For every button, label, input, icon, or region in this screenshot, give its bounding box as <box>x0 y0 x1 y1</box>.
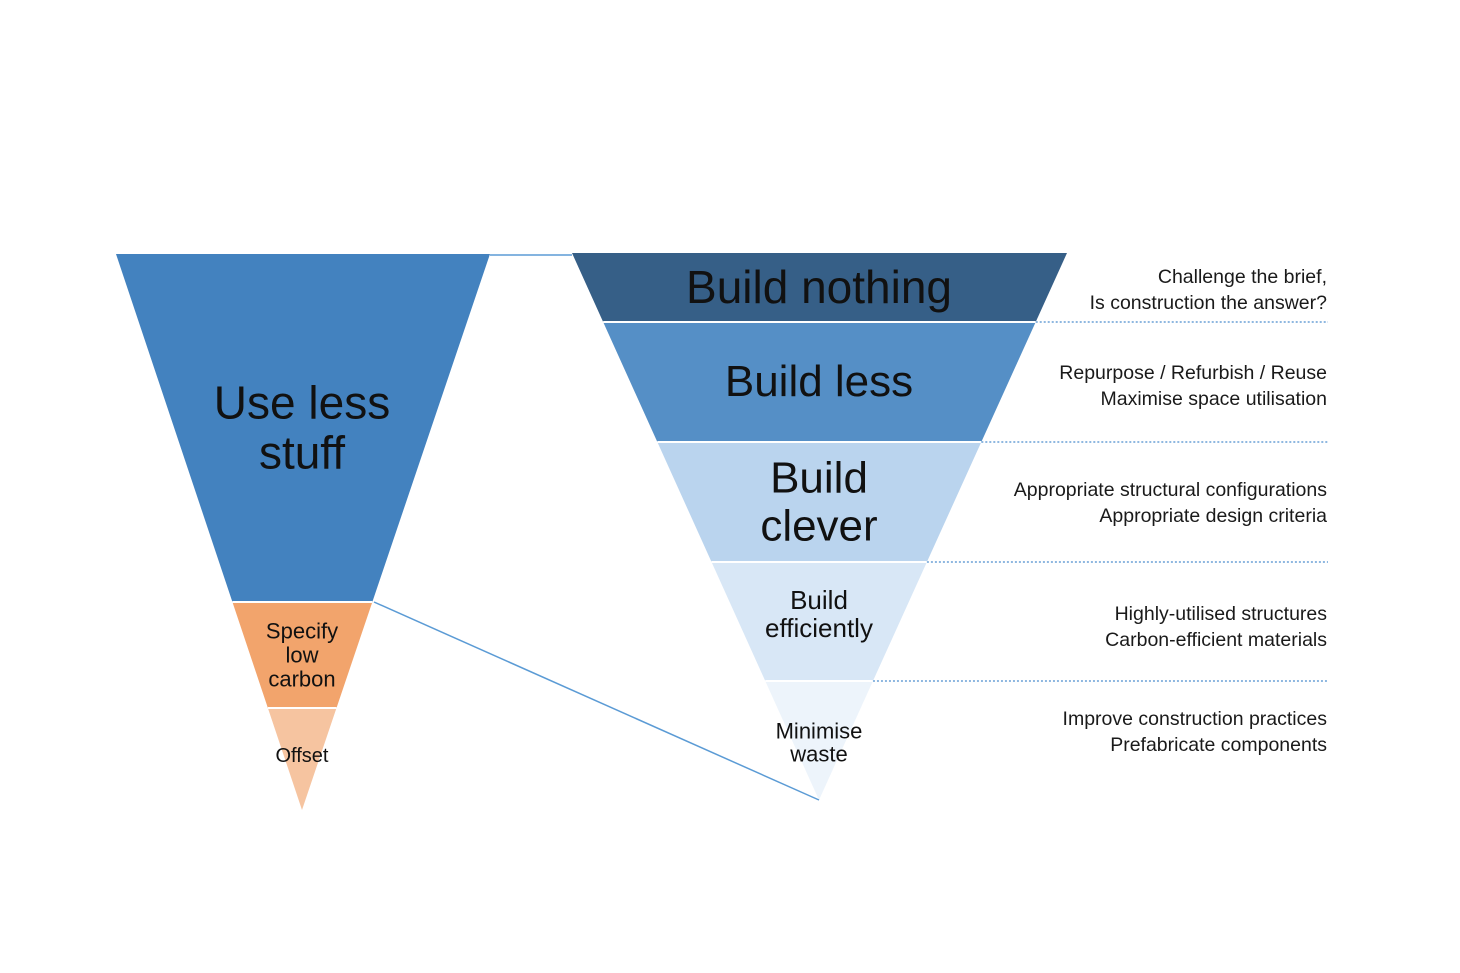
right-funnel-tier-build-clever <box>657 442 982 562</box>
note-line: Appropriate design criteria <box>1099 505 1327 527</box>
note-build-nothing: Challenge the brief, Is construction the … <box>1090 264 1327 316</box>
left-funnel-label-line: Specify <box>265 618 339 644</box>
left-funnel-tier-offset <box>267 708 337 810</box>
left-funnel-label-line: Offset <box>275 745 329 768</box>
left-funnel-label-line: Use less <box>213 376 391 429</box>
right-funnel-tier-build-less <box>603 322 1036 442</box>
right-funnel-label-build-nothing: Build nothing <box>686 260 952 313</box>
note-line: Highly-utilised structures <box>1114 603 1327 625</box>
right-funnel-label-line: efficiently <box>765 612 873 643</box>
right-funnel-label-line: waste <box>790 741 848 767</box>
left-funnel-label-line: stuff <box>258 426 346 478</box>
right-funnel-label-line: Build <box>790 584 848 615</box>
note-line: Prefabricate components <box>1110 734 1327 756</box>
right-funnel-tier-build-efficiently <box>711 562 927 681</box>
note-line: Is construction the answer? <box>1089 292 1327 314</box>
note-line: Challenge the brief, <box>1157 266 1327 288</box>
left-funnel-tier-specify-low-carbon <box>232 602 373 708</box>
right-funnel-label-line: Build less <box>724 357 914 407</box>
zoom-connector-bottom <box>373 601 820 801</box>
left-funnel-label-offset: Offset <box>276 746 329 768</box>
right-funnel-label-line: Build <box>770 453 868 503</box>
left-funnel-label-line: carbon <box>268 665 336 691</box>
note-line: Appropriate structural configurations <box>1013 479 1327 501</box>
note-line: Repurpose / Refurbish / Reuse <box>1059 362 1327 384</box>
right-funnel-label-line: Build nothing <box>686 260 952 313</box>
right-funnel-tier-minimise-waste <box>765 681 873 800</box>
left-funnel-label-line: low <box>285 642 319 668</box>
note-line: Improve construction practices <box>1062 708 1327 730</box>
right-funnel-label-line: clever <box>760 501 878 550</box>
note-line: Maximise space utilisation <box>1100 388 1327 410</box>
right-funnel-tier-build-nothing <box>572 253 1067 322</box>
right-funnel-label-build-less: Build less <box>725 358 913 406</box>
note-line: Carbon-efficient materials <box>1105 629 1327 651</box>
right-funnel-label-line: Minimise <box>775 717 863 743</box>
left-funnel-tier-use-less-stuff <box>116 254 490 602</box>
